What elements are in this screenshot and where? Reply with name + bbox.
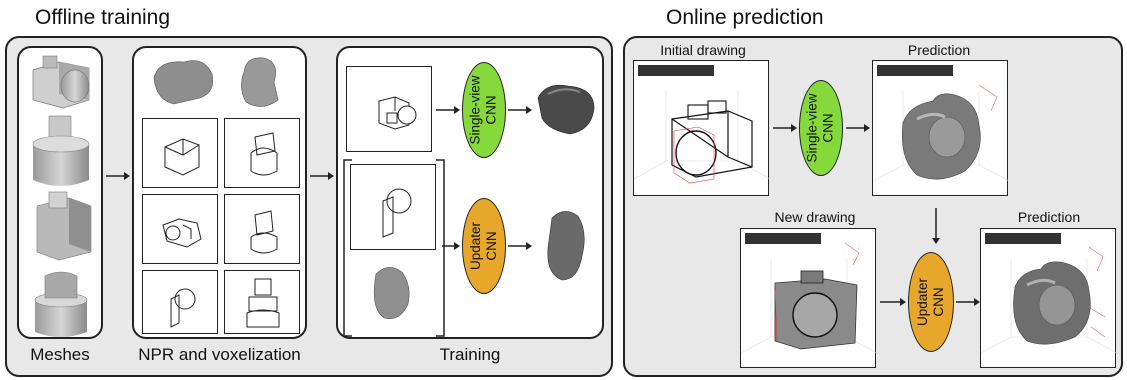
npr-sketch-4 [224, 194, 300, 264]
new-drawing-frame [740, 228, 878, 368]
offline-training-title: Offline training [35, 6, 171, 29]
prediction-label-2: Prediction [1017, 209, 1081, 225]
camera-new-sketch [740, 242, 878, 354]
toolbar [877, 65, 953, 76]
cnn-label-line1: Single-view [468, 75, 483, 145]
updater-input-bracket [343, 159, 445, 337]
toolbar [745, 233, 821, 244]
training-sketch-updater [350, 164, 436, 250]
arrow-from-updater-cnn [508, 242, 532, 250]
meshes-label: Meshes [30, 345, 90, 364]
training-label: Training [439, 345, 501, 364]
npr-sketch-6 [224, 270, 300, 334]
npr-voxelization-box [132, 46, 307, 339]
arrow-meshes-to-npr [106, 172, 130, 180]
mesh-camera [32, 55, 90, 109]
npr-sketch-2 [224, 118, 300, 188]
online-prediction-title: Online prediction [666, 6, 824, 29]
initial-drawing-label: Initial drawing [660, 42, 746, 58]
cnn-label-line2: CNN [821, 113, 836, 143]
cnn-label-line1: Single-view [805, 93, 820, 163]
npr-sketch-5 [142, 270, 218, 334]
toolbar [638, 65, 714, 76]
npr-sketch-3 [142, 194, 218, 264]
toolbar [985, 233, 1061, 244]
arrow-to-updater-cnn [442, 242, 460, 250]
npr-sketch-1 [142, 118, 218, 188]
arrow-updater-to-prediction [956, 298, 980, 306]
cnn-label-line2: CNN [931, 287, 946, 317]
prediction-frame-1 [872, 60, 1010, 196]
arrow-initial-to-cnn [773, 124, 797, 132]
arrow-npr-to-training [310, 172, 334, 180]
camera-sketch [633, 91, 771, 184]
new-drawing-label: New drawing [774, 209, 856, 225]
predicted-shape-2 [980, 246, 1118, 354]
training-sketch-single [346, 66, 432, 152]
arrow-prediction-to-updater [932, 208, 940, 244]
predicted-shape-1 [872, 84, 1010, 182]
cnn-label-line1: Updater [915, 277, 930, 327]
cnn-label-line2: CNN [484, 231, 499, 261]
prediction-label-1: Prediction [907, 42, 971, 58]
training-output-voxel-2 [547, 211, 585, 281]
voxel-shapes-illustration [153, 57, 279, 107]
mesh-blocks [36, 191, 92, 261]
npr-voxelization-label: NPR and voxelization [138, 345, 301, 364]
arrow-to-single-view-cnn [436, 106, 460, 114]
arrow-new-drawing-to-updater [880, 298, 906, 306]
arrow-cnn-to-prediction [846, 124, 870, 132]
meshes-box [17, 46, 103, 339]
prediction-frame-2 [980, 228, 1118, 368]
cnn-label-line2: CNN [484, 95, 499, 125]
meshes-illustration [32, 55, 92, 337]
mesh-rounded [34, 271, 88, 337]
mesh-cylinder [32, 115, 90, 186]
arrow-from-single-view-cnn [508, 106, 532, 114]
training-voxel-input [373, 267, 410, 319]
cnn-label-line1: Updater [468, 221, 483, 271]
training-output-voxel-1 [537, 84, 595, 135]
initial-drawing-frame [633, 60, 771, 196]
